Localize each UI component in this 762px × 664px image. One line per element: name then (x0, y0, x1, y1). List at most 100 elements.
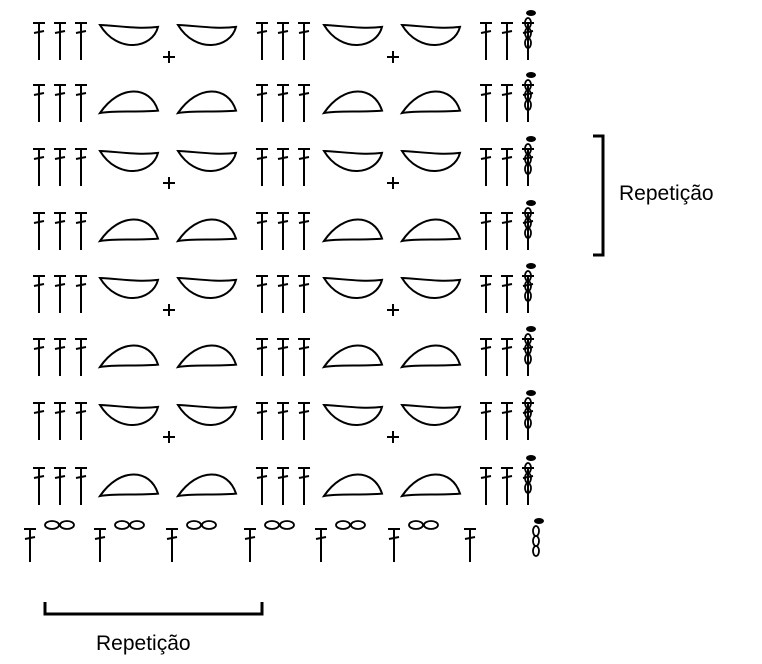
dc-row-5-group-2-2 (277, 275, 289, 313)
dc-row-4-group-1-3 (75, 212, 87, 250)
turning-chain-row-3-chain-3 (524, 163, 532, 175)
dc-row-7-group-1-1 (33, 402, 45, 440)
horizontal-repetition-label: Repetição (96, 632, 191, 655)
turning-chain-row-1-chain-3 (524, 37, 532, 49)
dc-row-8-group-2-2 (277, 467, 289, 505)
dc-row-4-group-2-1 (256, 212, 268, 250)
petal-right-row-2-1 (175, 90, 238, 115)
dc-row-1-group-1-1 (33, 22, 45, 60)
dc-row-8-group-2-3 (298, 467, 310, 505)
foundation-chain-5-b (350, 520, 366, 530)
petal-left-row-7-2 (322, 403, 384, 427)
petal-right-row-5-2 (400, 276, 462, 300)
vertical-repetition-label: Repetição (619, 182, 714, 205)
dc-row-6-group-3-2 (501, 338, 513, 376)
foundation-dc-7 (464, 528, 476, 562)
dc-row-7-group-3-1 (480, 402, 492, 440)
foundation-turning-chain-chain-1 (532, 525, 540, 537)
petal-right-row-4-2 (399, 218, 462, 243)
petal-left-row-2-2 (321, 90, 384, 115)
foundation-turning-chain-chain-2 (532, 535, 540, 547)
dc-row-2-group-2-3 (298, 84, 310, 122)
foundation-dc-2 (94, 528, 106, 562)
dc-row-3-group-2-3 (298, 148, 310, 186)
turning-chain-row-4-chain-3 (524, 227, 532, 239)
turning-chain-row-4-cap (526, 200, 536, 206)
foundation-chain-2-a (114, 520, 130, 530)
dc-row-4-group-1-2 (54, 212, 66, 250)
dc-row-7-group-2-1 (256, 402, 268, 440)
dc-row-8-group-3-2 (501, 467, 513, 505)
foundation-chain-4-b (279, 520, 295, 530)
turning-chain-row-7-cap (526, 390, 536, 396)
dc-row-6-group-1-2 (54, 338, 66, 376)
petal-left-row-1-1 (98, 23, 160, 47)
dc-row-2-group-1-3 (75, 84, 87, 122)
turning-chain-row-8-cap (526, 455, 536, 461)
dc-row-8-group-1-2 (54, 467, 66, 505)
dc-row-7-group-2-2 (277, 402, 289, 440)
dc-row-3-group-2-2 (277, 148, 289, 186)
foundation-dc-5 (315, 528, 327, 562)
dc-row-2-group-2-2 (277, 84, 289, 122)
dc-row-5-group-2-1 (256, 275, 268, 313)
foundation-dc-1 (24, 528, 36, 562)
petal-right-row-7-2 (400, 403, 462, 427)
petal-right-row-8-2 (399, 473, 462, 498)
dc-row-4-group-3-2 (501, 212, 513, 250)
petal-left-row-3-1 (98, 149, 160, 173)
dc-row-5-group-1-1 (33, 275, 45, 313)
petal-right-row-3-2 (400, 149, 462, 173)
turning-chain-row-6-chain-3 (524, 353, 532, 365)
foundation-chain-2-b (129, 520, 145, 530)
dc-row-2-group-2-1 (256, 84, 268, 122)
petal-left-row-2-1 (97, 90, 160, 115)
dc-row-7-group-1-3 (75, 402, 87, 440)
petal-left-row-6-1 (97, 344, 160, 369)
petal-right-row-3-1 (176, 149, 238, 173)
dc-row-8-group-2-1 (256, 467, 268, 505)
petal-left-row-4-2 (321, 218, 384, 243)
dc-row-4-group-2-3 (298, 212, 310, 250)
petal-right-row-2-2 (399, 90, 462, 115)
dc-row-1-group-1-3 (75, 22, 87, 60)
foundation-chain-5-a (335, 520, 351, 530)
dc-row-6-group-3-1 (480, 338, 492, 376)
foundation-dc-3 (166, 528, 178, 562)
dc-row-2-group-3-1 (480, 84, 492, 122)
foundation-chain-1-a (44, 520, 60, 530)
foundation-chain-3-a (186, 520, 202, 530)
foundation-chain-6-a (408, 520, 424, 530)
petal-right-row-7-1 (176, 403, 238, 427)
petal-right-row-8-1 (175, 473, 238, 498)
petal-right-row-1-2 (400, 23, 462, 47)
dc-row-5-group-1-3 (75, 275, 87, 313)
dc-row-3-group-3-1 (480, 148, 492, 186)
dc-row-4-group-3-1 (480, 212, 492, 250)
turning-chain-row-6-cap (526, 326, 536, 332)
petal-left-row-5-2 (322, 276, 384, 300)
dc-row-5-group-3-1 (480, 275, 492, 313)
dc-row-2-group-1-1 (33, 84, 45, 122)
dc-row-8-group-3-1 (480, 467, 492, 505)
turning-chain-row-7-chain-3 (524, 417, 532, 429)
petal-left-row-8-1 (97, 473, 160, 498)
petal-right-row-4-1 (175, 218, 238, 243)
petal-left-row-5-1 (98, 276, 160, 300)
foundation-chain-6-b (423, 520, 439, 530)
foundation-dc-4 (244, 528, 256, 562)
dc-row-2-group-1-2 (54, 84, 66, 122)
dc-row-5-group-3-2 (501, 275, 513, 313)
dc-row-8-group-1-3 (75, 467, 87, 505)
petal-right-row-6-1 (175, 344, 238, 369)
petal-left-row-8-2 (321, 473, 384, 498)
petal-left-row-7-1 (98, 403, 160, 427)
petal-left-row-1-2 (322, 23, 384, 47)
dc-row-6-group-2-2 (277, 338, 289, 376)
horizontal-repeat-bracket (43, 602, 264, 616)
vertical-repeat-bracket (593, 134, 605, 257)
dc-row-5-group-2-3 (298, 275, 310, 313)
dc-row-5-group-1-2 (54, 275, 66, 313)
turning-chain-row-3-cap (526, 136, 536, 142)
dc-row-7-group-1-2 (54, 402, 66, 440)
